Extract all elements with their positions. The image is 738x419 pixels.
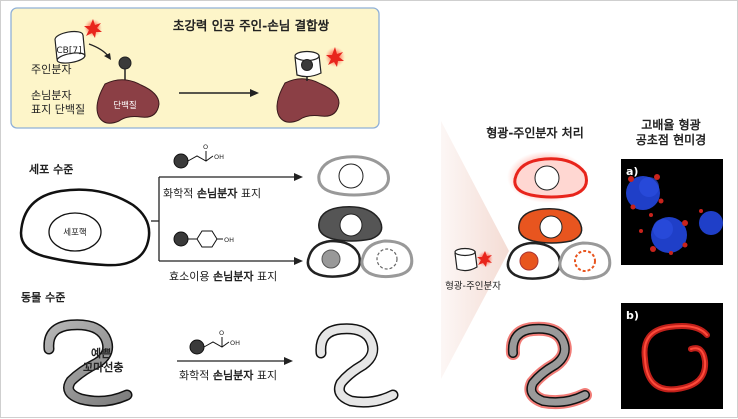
cell-original: 세포핵 [19,188,151,267]
host-label: 주인분자 [31,63,71,76]
microscopy-title-line1: 고배율 형광 [641,117,700,132]
micrograph-a: a) [621,159,723,265]
treated-cell-enzyme-right [558,241,612,281]
fluorescent-host-icon [454,247,493,272]
panel-b-label: b) [626,309,639,322]
fluorescent-star-icon [84,19,102,38]
guest-label-line1: 손님분자 [31,89,71,102]
worm-original [43,319,133,407]
chem-o-2: O [219,329,224,337]
chem-guest-molecule-1: O OH [173,143,224,169]
treatment-title: 형광-주인분자 처리 [486,125,583,140]
cb7-label: CB[7] [56,46,81,56]
cell-enzyme-label: 효소이용 손님분자 표지 [169,269,277,283]
fluorescent-host-label: 형광-주인분자 [445,280,501,292]
cell-chem-label: 화학적 손님분자 표지 [163,186,261,200]
enzyme-labeled-cell-top [318,206,383,242]
animal-chem-label: 화학적 손님분자 표지 [179,368,277,382]
bound-complex [276,47,345,123]
enzyme-labeled-cell-left [306,239,361,278]
chem-oh-1: OH [214,153,224,161]
enzyme-oh: OH [224,236,234,244]
treated-cell-enzyme-left [506,241,561,280]
guest-protein: 단백질 [96,56,160,124]
panel-a-label: a) [626,165,638,178]
binding-pair-box: 초강력 인공 주인-손님 결합쌍 CB[7] 주인분자 단백질 손님분자 표지 … [10,7,380,129]
microscopy-title-line2: 공초점 현미경 [636,132,706,147]
nucleus-label: 세포핵 [63,227,86,238]
worm-label-line1: 예쁜 [91,346,111,360]
cell-branch-lines [151,173,303,265]
animal-level-title: 동물 수준 [21,291,65,304]
binding-arrowhead [250,89,259,97]
enzyme-labeled-cell-right [360,239,414,279]
worm-label-line2: 꼬마선충 [83,360,123,374]
worm-treated [505,321,592,410]
chem-guest-molecule-2: O OH [189,329,240,355]
cb7-host-icon: CB[7] [54,30,86,64]
cell-level-title: 세포 수준 [29,162,73,176]
protein-label: 단백질 [113,100,136,111]
treated-cell-chem [507,151,588,203]
curve-arrowhead [104,53,111,60]
treatment-arrow [441,121,509,379]
treated-cell-enzyme-top [518,208,583,244]
animal-arrowhead [284,357,293,365]
worm-labeled [315,323,399,408]
chem-labeled-cell [317,155,390,197]
micrograph-b: b) [621,303,723,409]
enzyme-guest-molecule: OH [173,230,234,248]
chem-o-1: O [203,143,208,151]
chem-oh-2: OH [230,339,240,347]
guest-label-line2: 표지 단백질 [31,103,85,116]
box-title: 초강력 인공 주인-손님 결합쌍 [173,18,330,33]
